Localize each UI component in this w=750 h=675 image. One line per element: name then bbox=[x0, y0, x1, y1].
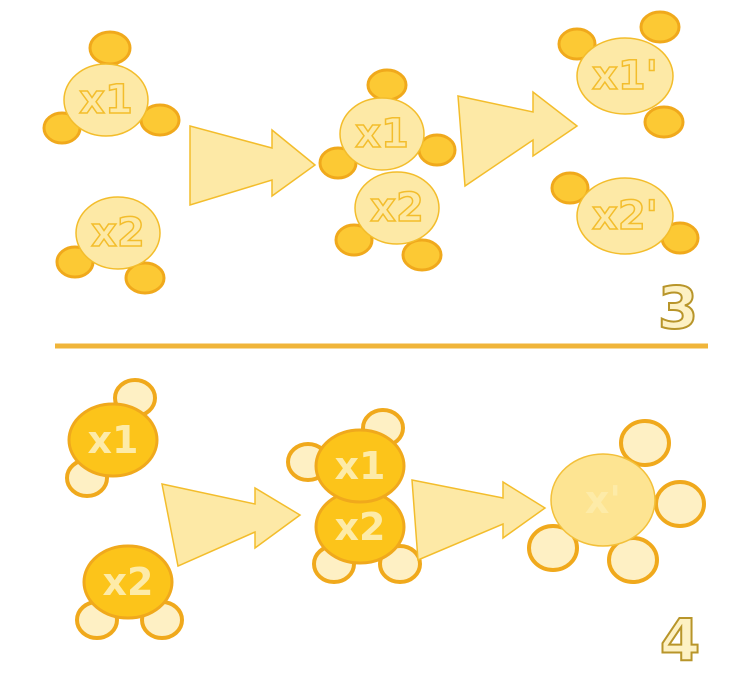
atom-label: x' bbox=[585, 478, 621, 522]
satellite bbox=[366, 68, 408, 102]
core-atom bbox=[550, 453, 656, 547]
panel-3: x1 x2 x1 x2 bbox=[42, 10, 700, 343]
p3-start-x1-molecule: x1 bbox=[42, 30, 181, 145]
satellite bbox=[527, 524, 579, 572]
satellite bbox=[619, 419, 671, 467]
atom-label: x1 bbox=[79, 77, 133, 123]
core-atom bbox=[82, 544, 174, 620]
satellite bbox=[639, 10, 681, 44]
satellite bbox=[550, 171, 590, 205]
p4-result-molecule: x' bbox=[527, 419, 706, 584]
p3-result-x1-molecule: x1' bbox=[557, 10, 685, 139]
panel-number: 3 bbox=[658, 274, 698, 342]
arrow-right bbox=[189, 125, 317, 207]
panel-4: x1 x2 x1 x2 bbox=[65, 378, 706, 675]
satellite bbox=[654, 480, 706, 528]
atom-label: x1 bbox=[88, 418, 139, 462]
p4-start-x2-molecule: x2 bbox=[75, 544, 184, 640]
p3-result-x2-molecule: x2' bbox=[550, 171, 700, 255]
core-atom bbox=[67, 402, 159, 478]
core-atom bbox=[75, 196, 161, 270]
arrow-right bbox=[411, 479, 547, 562]
p4-merged-complex: x1 x2 bbox=[286, 408, 422, 584]
satellite bbox=[643, 105, 685, 139]
satellite bbox=[88, 30, 132, 66]
arrow-right bbox=[161, 483, 302, 568]
atom-label: x1' bbox=[592, 53, 658, 99]
arrow-right bbox=[457, 90, 579, 188]
atom-label: x2 bbox=[370, 185, 424, 231]
p3-start-x2-molecule: x2 bbox=[55, 196, 166, 295]
satellite bbox=[334, 223, 374, 257]
core-atom bbox=[339, 97, 425, 171]
panel-number: 4 bbox=[660, 606, 700, 674]
atom-label: x2' bbox=[592, 193, 658, 239]
atom-label: x1 bbox=[355, 111, 409, 157]
atom-label: x2 bbox=[91, 210, 145, 256]
core-atom bbox=[314, 428, 406, 504]
core-atom bbox=[354, 171, 440, 245]
satellite bbox=[557, 27, 597, 61]
p3-merged-complex: x1 x2 bbox=[318, 68, 457, 272]
core-atom bbox=[576, 37, 674, 115]
satellite bbox=[124, 261, 166, 295]
core-atom bbox=[63, 63, 149, 137]
satellite bbox=[417, 133, 457, 167]
atom-label: x1 bbox=[335, 444, 386, 488]
atom-label: x2 bbox=[335, 505, 386, 549]
core-atom bbox=[576, 177, 674, 255]
atom-label: x2 bbox=[103, 560, 154, 604]
satellite bbox=[401, 238, 443, 272]
p4-start-x1-molecule: x1 bbox=[65, 378, 159, 498]
